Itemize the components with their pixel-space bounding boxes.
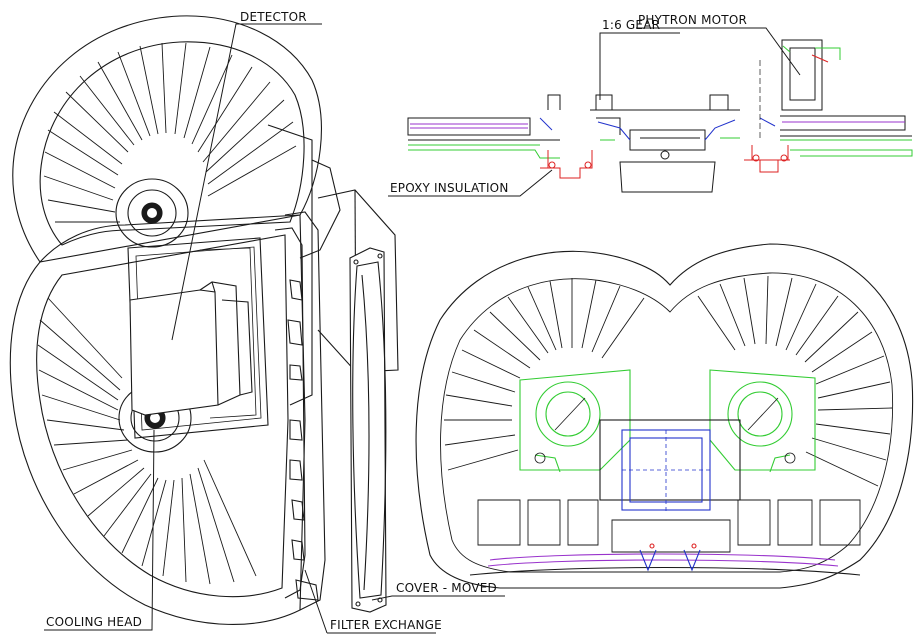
front-left-spokes [444,278,645,471]
detector-housing [129,281,253,416]
section-base-plate [407,94,912,193]
section-purple-lines [410,121,905,129]
front-center-window [599,419,741,512]
gear-leader [599,32,680,100]
front-outer-outline [415,243,914,589]
front-right-spokes [697,275,893,487]
front-green-frames [519,369,816,473]
epoxy-insulation-leader [388,169,553,197]
callouts [44,23,801,634]
detector-leader [171,23,322,341]
label-gear: 1:6 GEAR [602,18,660,32]
front-hub-detail [534,397,796,464]
front-inner-outline [440,272,894,573]
lower-inner-ring [36,234,289,598]
cooling-head-leader [44,429,155,631]
upper-hub [115,178,189,248]
upper-inner-ring [39,41,305,246]
lower-wheel-outline [9,214,306,625]
section-blue-lines [539,117,776,141]
front-lower-compartments [477,499,861,553]
upper-wheel-outline [12,15,322,263]
label-cooling-head: COOLING HEAD [46,615,142,629]
label-phytron-motor: PHYTRON MOTOR [638,13,747,27]
moved-cover-panel [349,247,387,613]
section-view-drive [407,39,913,193]
phytron-motor-leader [636,27,801,76]
front-bottom-band [469,543,861,576]
lower-wheel-spokes [37,297,257,585]
label-cover-moved: COVER - MOVED [396,581,497,595]
filter-exchange-rail [274,211,326,611]
label-filter-exchange: FILTER EXCHANGE [330,618,442,632]
cover-moved-leader [371,595,505,601]
label-detector: DETECTOR [240,10,307,24]
label-texts: DETECTOR PHYTRON MOTOR 1:6 GEAR EPOXY IN… [46,10,747,632]
top-motor-box [317,189,399,373]
phytron-motor-body [759,39,841,140]
section-red-parts [540,145,790,179]
rear-housing [267,124,341,259]
upper-wheel-spokes [43,42,297,223]
section-green-lines [408,137,913,159]
label-epoxy-insulation: EPOXY INSULATION [390,181,509,195]
front-view-filter-wheel [415,243,914,589]
isometric-filter-wheel-assembly [9,15,399,625]
